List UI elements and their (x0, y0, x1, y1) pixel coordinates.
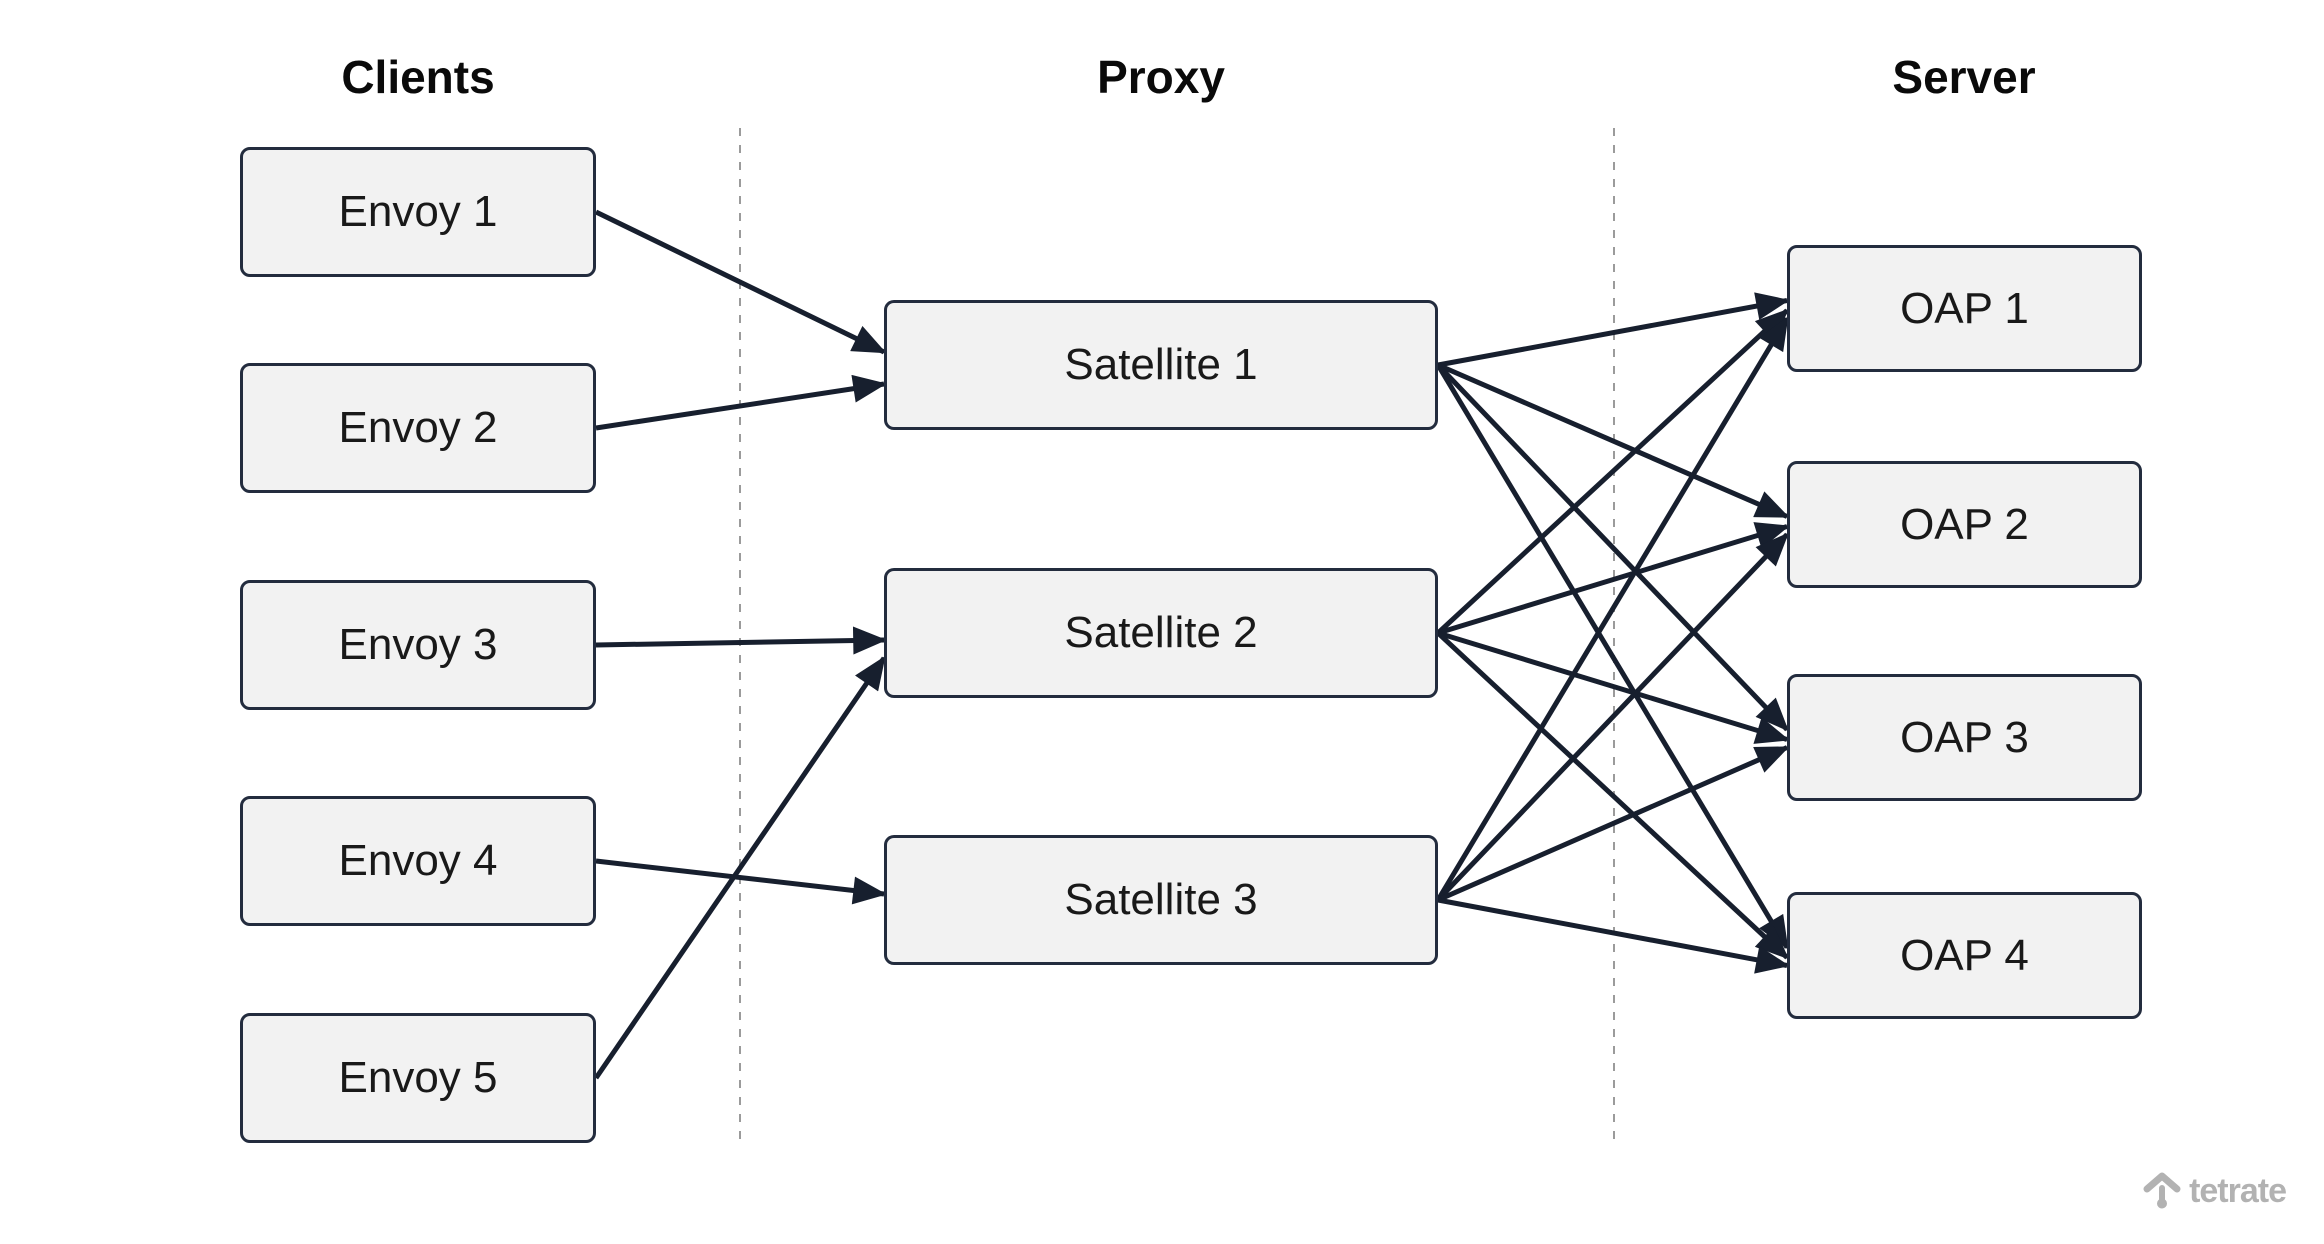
column-header-proxy: Proxy (1097, 51, 1225, 103)
edge-satellite3-to-oap3 (1436, 745, 1790, 903)
edge-envoy4-to-satellite3 (595, 858, 887, 905)
node-satellite-2: Satellite 2 (884, 568, 1438, 698)
node-envoy-4: Envoy 4 (240, 796, 596, 926)
edge-satellite3-to-oap1 (1435, 316, 1790, 902)
connection-arrows (593, 209, 1790, 1080)
node-oap-4: OAP 4 (1787, 892, 2142, 1019)
edge-satellite3-to-oap2 (1436, 532, 1789, 902)
tetrate-watermark: tetrate (2142, 1170, 2287, 1212)
edge-satellite2-to-oap3 (1437, 630, 1790, 744)
edge-envoy3-to-satellite2 (595, 626, 887, 655)
edge-satellite1-to-oap2 (1437, 362, 1790, 519)
edge-satellite2-to-oap1 (1436, 308, 1790, 635)
edge-satellite1-to-oap3 (1436, 363, 1789, 732)
edge-satellite1-to-oap1 (1437, 292, 1790, 368)
tetrate-logo-icon (2143, 1172, 2181, 1209)
node-oap-1: OAP 1 (1787, 245, 2142, 372)
edge-satellite2-to-oap4 (1436, 631, 1790, 960)
node-envoy-1: Envoy 1 (240, 147, 596, 277)
edge-satellite1-to-oap4 (1435, 363, 1790, 950)
edge-envoy1-to-satellite1 (594, 209, 887, 355)
node-satellite-1: Satellite 1 (884, 300, 1438, 430)
node-oap-3: OAP 3 (1787, 674, 2142, 801)
node-envoy-2: Envoy 2 (240, 363, 596, 493)
edge-envoy2-to-satellite1 (595, 374, 887, 431)
column-header-server: Server (1892, 51, 2036, 103)
column-header-clients: Clients (341, 51, 495, 103)
edge-satellite3-to-oap4 (1437, 897, 1790, 974)
node-envoy-5: Envoy 5 (240, 1013, 596, 1143)
tetrate-wordmark: tetrate (2189, 1171, 2287, 1210)
edge-satellite2-to-oap2 (1437, 522, 1790, 636)
node-satellite-3: Satellite 3 (884, 835, 1438, 965)
node-envoy-3: Envoy 3 (240, 580, 596, 710)
node-oap-2: OAP 2 (1787, 461, 2142, 588)
edge-envoy5-to-satellite2 (593, 655, 887, 1080)
